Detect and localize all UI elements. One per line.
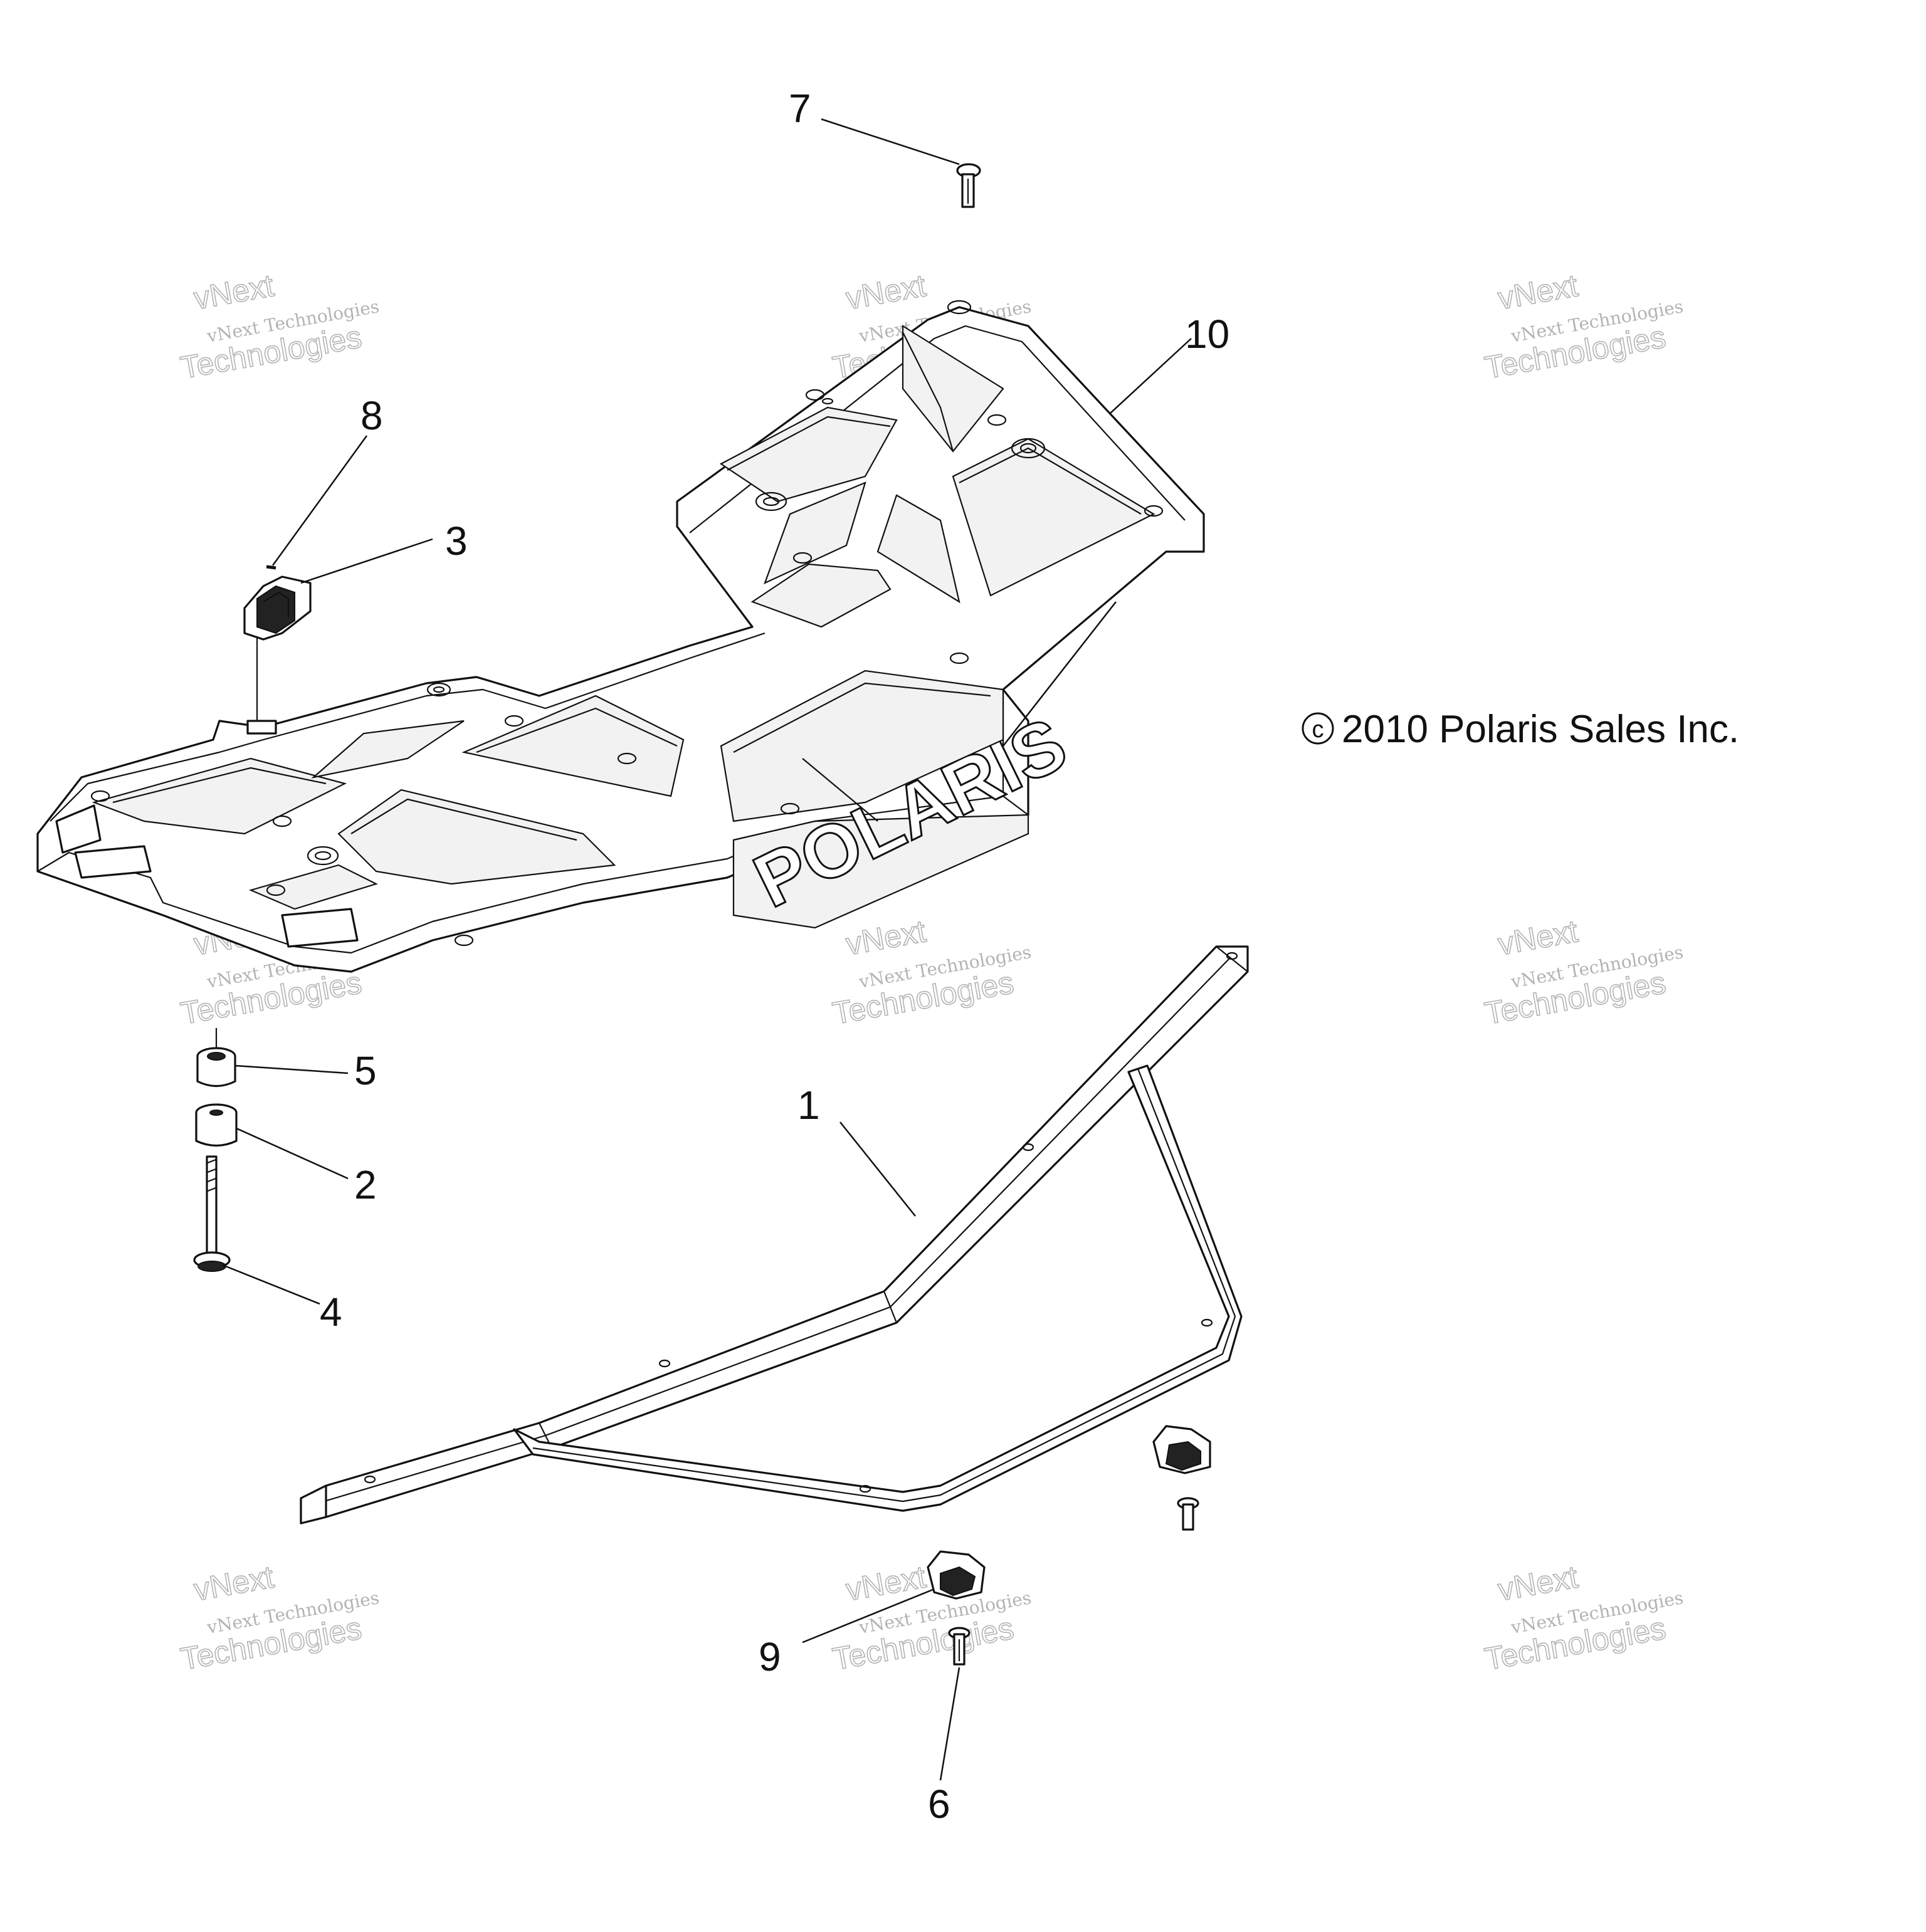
leader-lines <box>222 118 1192 1781</box>
watermark-bottom-center: vNext vNext Technologies Technologies <box>829 1558 1033 1677</box>
watermark-middle-right: vNext vNext Technologies Technologies <box>1481 913 1685 1031</box>
callout-8: 8 <box>360 393 383 438</box>
part-3-latch-clip <box>243 575 312 735</box>
watermark-middle-center: vNext vNext Technologies Technologies <box>829 913 1033 1031</box>
part-9-clip <box>927 1550 986 1600</box>
part-7-screw <box>956 163 981 208</box>
leader-2 <box>236 1127 349 1180</box>
part-1-frame-tube <box>300 945 1249 1525</box>
watermark-vnext: vNext <box>1495 1559 1581 1607</box>
leader-4 <box>222 1264 320 1305</box>
watermark-vnext: vNext <box>843 268 929 316</box>
part-4-bolt <box>193 1155 231 1272</box>
leader-7 <box>821 118 960 165</box>
callout-4: 4 <box>320 1289 342 1335</box>
watermark-vnext: vNext <box>191 1559 276 1607</box>
part-2-spacer <box>195 1103 238 1147</box>
callout-6: 6 <box>928 1782 950 1827</box>
watermark-vnext: vNext <box>843 913 929 962</box>
leader-10 <box>1109 338 1192 414</box>
callout-2: 2 <box>354 1162 377 1207</box>
callout-7: 7 <box>789 86 811 131</box>
watermark-vnext: vNext <box>191 268 276 316</box>
leader-3 <box>300 538 433 584</box>
watermark-vnext: vNext <box>1495 913 1581 962</box>
leader-1 <box>839 1121 916 1217</box>
copyright-text: 2010 Polaris Sales Inc. <box>1342 708 1739 751</box>
watermark-vnext: vNext <box>1495 268 1581 316</box>
callout-3: 3 <box>445 518 468 564</box>
watermark-bottom-left: vNext vNext Technologies Technologies <box>177 1558 381 1677</box>
part-10-front-rack: POLARIS <box>36 300 1205 973</box>
frame-holes <box>364 952 1238 1493</box>
copyright-notice: c 2010 Polaris Sales Inc. <box>1302 708 1739 751</box>
leader-8 <box>271 435 368 566</box>
part-8-pin <box>266 565 276 570</box>
callouts: 7 10 8 3 5 2 4 1 9 6 <box>320 86 1229 1827</box>
watermark-top-right: vNext vNext Technologies Technologies <box>1481 267 1685 386</box>
watermark-vnext: vNext <box>843 1559 929 1607</box>
callout-5: 5 <box>354 1048 377 1093</box>
part-6-screw <box>948 1627 971 1666</box>
leader-6 <box>939 1667 960 1781</box>
leader-9 <box>802 1588 935 1644</box>
leader-5 <box>234 1064 349 1074</box>
watermark-top-left: vNext vNext Technologies Technologies <box>177 267 381 386</box>
callout-10: 10 <box>1185 312 1229 357</box>
watermark-bottom-right: vNext vNext Technologies Technologies <box>1481 1558 1685 1677</box>
part-5-grommet <box>196 1028 236 1088</box>
leader-10b <box>1002 601 1117 747</box>
mounting-holes <box>90 300 1164 947</box>
copyright-symbol: c <box>1312 717 1324 743</box>
frame-clip-right <box>1152 1425 1211 1531</box>
callout-1: 1 <box>797 1083 820 1128</box>
callout-9: 9 <box>759 1634 781 1679</box>
